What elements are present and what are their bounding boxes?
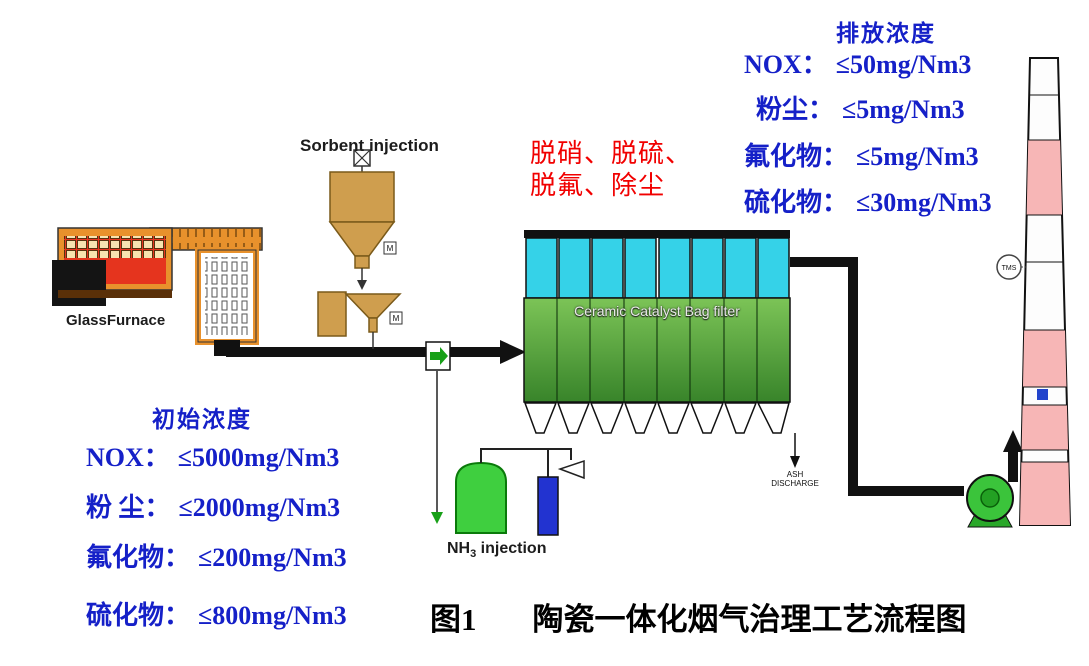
nh3-subscript: 3 (470, 548, 477, 561)
row-value: ≤30mg/Nm3 (856, 188, 992, 217)
sorbent-injection-graphic: M M (317, 149, 403, 349)
row-value: ≤5mg/Nm3 (856, 142, 979, 171)
row-value: ≤200mg/Nm3 (198, 543, 347, 572)
row-value: ≤5000mg/Nm3 (177, 443, 340, 472)
figure-title: 陶瓷一体化烟气治理工艺流程图 (532, 602, 967, 637)
row-label: 粉尘： (756, 95, 835, 124)
row-value: ≤800mg/Nm3 (198, 601, 347, 630)
row-label: 氟化物： (744, 142, 849, 171)
emission-title: 排放浓度 (836, 21, 936, 46)
motor-valve-icon: M (393, 314, 400, 323)
injection-valve-graphic (425, 341, 451, 371)
ash-discharge-graphic (790, 433, 800, 468)
tms-monitor-label: TMS (1002, 265, 1017, 272)
row-value: ≤5mg/Nm3 (842, 95, 965, 124)
nh3-injection-graphic (431, 371, 585, 536)
motor-valve-icon: M (387, 244, 394, 253)
ash-line1: ASH (786, 470, 804, 479)
initial-title: 初始浓度 (152, 407, 252, 432)
row-label: 氟化物： (86, 543, 191, 572)
flue-gas-pipe (226, 340, 526, 364)
initial-row: 粉 尘： ≤2000mg/Nm3 (86, 487, 340, 524)
process-note-line2: 脱氟、除尘 (530, 171, 666, 200)
glass-furnace-label: GlassFurnace (66, 312, 166, 329)
stack-logo (1037, 389, 1048, 400)
initial-row: 硫化物： ≤800mg/Nm3 (86, 595, 347, 632)
emission-row: 粉尘： ≤5mg/Nm3 (756, 89, 965, 126)
figure-caption: 图1 陶瓷一体化烟气治理工艺流程图 (430, 594, 967, 639)
figure-number: 图1 (430, 602, 477, 637)
emission-row: 硫化物： ≤30mg/Nm3 (744, 182, 992, 219)
bag-filter-graphic (523, 230, 791, 434)
initial-row: NOX： ≤5000mg/Nm3 (86, 437, 339, 474)
nh3-suffix: injection (476, 540, 547, 557)
emission-row: 氟化物： ≤5mg/Nm3 (744, 136, 979, 173)
tms-monitor-icon (996, 254, 1022, 280)
row-label: NOX： (86, 443, 170, 472)
sorbent-injection-label: Sorbent injection (300, 136, 439, 155)
glass-furnace-graphic (52, 227, 263, 356)
process-note-line1: 脱硝、脱硫、 (530, 139, 693, 168)
outlet-duct-pipe (790, 257, 964, 496)
stack-graphic: TMS (996, 57, 1072, 526)
nh3-prefix: NH (447, 540, 471, 557)
fan-graphic (966, 430, 1023, 528)
ash-discharge-label: ASH DISCHARGE (766, 470, 824, 488)
row-value: ≤2000mg/Nm3 (178, 493, 341, 522)
bag-filter-label: Ceramic Catalyst Bag filter (574, 303, 740, 319)
initial-row: 氟化物： ≤200mg/Nm3 (86, 537, 347, 574)
nh3-injection-label: NH3 injection (447, 540, 546, 560)
row-label: 硫化物： (744, 188, 849, 217)
ash-line2: DISCHARGE (771, 479, 819, 488)
emission-row: NOX： ≤50mg/Nm3 (744, 44, 971, 81)
row-label: 硫化物： (86, 601, 191, 630)
row-label: 粉 尘： (86, 493, 171, 522)
row-value: ≤50mg/Nm3 (835, 50, 972, 79)
row-label: NOX： (744, 50, 828, 79)
